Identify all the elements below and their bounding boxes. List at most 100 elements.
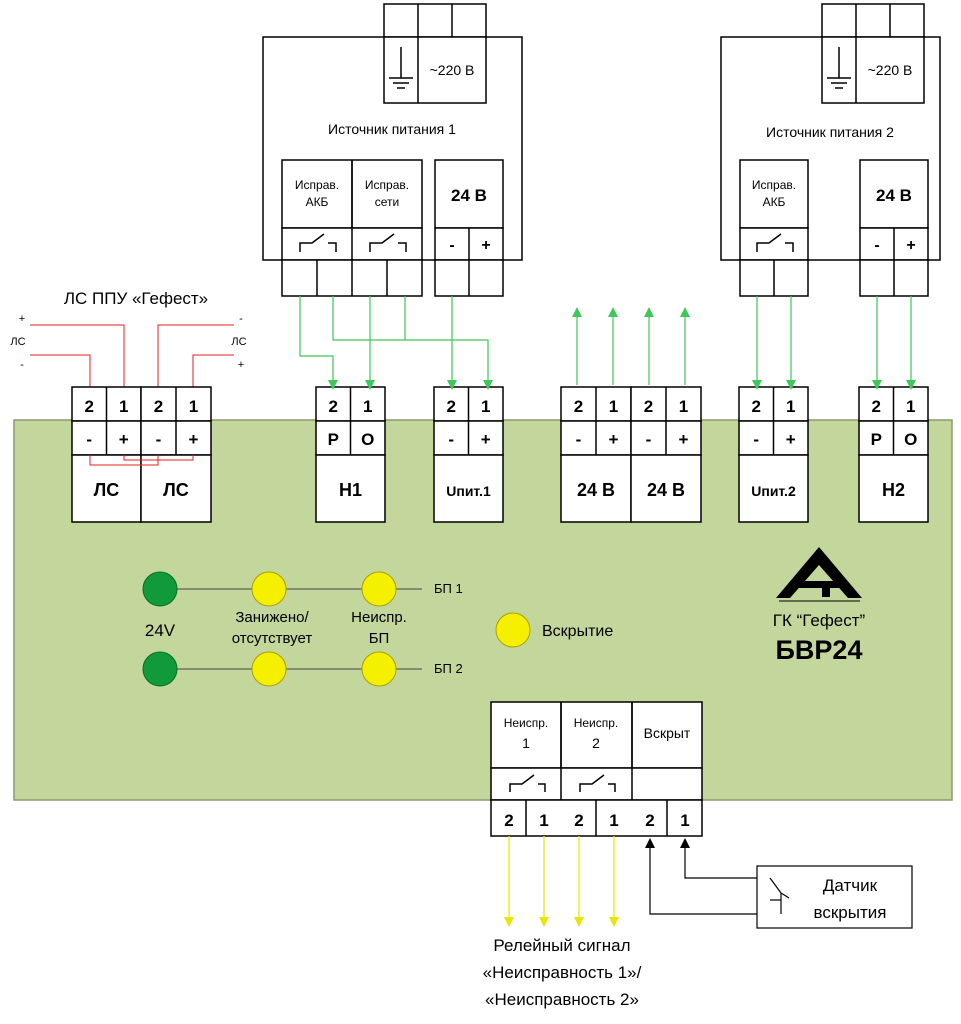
psu1-title: Источник питания 1	[328, 121, 456, 137]
fault2-label: Неиспр.	[574, 716, 619, 730]
psu1-relay2-label-2: сети	[375, 195, 399, 209]
terminal-pin: 2	[644, 397, 653, 416]
terminal-polarity: -	[753, 430, 759, 449]
led-low-bp1	[251, 571, 287, 607]
ls-left-label: ЛС	[10, 336, 25, 348]
led-tamper-label: Вскрытие	[542, 623, 613, 640]
relay-contact-icon	[299, 233, 337, 252]
power-supply-1: ~220 В Источник питания 1 Исправ. АКБ Ис…	[262, 3, 523, 297]
relay-contact-icon	[509, 774, 546, 792]
led-fault-bp1	[361, 571, 397, 607]
terminal-polarity: -	[576, 430, 582, 449]
sensor-label: Датчик	[823, 876, 878, 895]
led-low-label-2: отсутствует	[232, 630, 313, 647]
led-panel: 24V Занижено/ отсутствует Неиспр. БП БП …	[142, 571, 613, 687]
terminal-polarity: +	[189, 430, 199, 449]
led-low-label: Занижено/	[235, 609, 309, 626]
out-pin: 1	[539, 811, 548, 830]
led-fault-bp2	[361, 651, 397, 687]
logo-company: ГК “Гефест”	[773, 611, 866, 630]
ls-left-plus: +	[19, 313, 25, 325]
psu1-relay1-label: Исправ.	[295, 178, 339, 192]
fault2-label-2: 2	[592, 735, 600, 751]
psu2-ac-label: ~220 В	[868, 62, 913, 78]
terminal-polarity: +	[119, 430, 129, 449]
terminal-pin: 1	[481, 397, 490, 416]
switch-icon	[769, 877, 790, 914]
terminal-label: Uпит.2	[751, 483, 796, 499]
caption-line-2: «Неисправность 1»/	[483, 963, 642, 982]
terminal-pin: 1	[609, 397, 618, 416]
terminal-pin: 2	[447, 397, 456, 416]
terminal-label: Н1	[339, 480, 362, 500]
tamper-output-label: Вскрыт	[644, 725, 691, 741]
fault1-label: Неиспр.	[504, 716, 549, 730]
company-logo: ГК “Гефест” БВР24	[773, 547, 866, 665]
ls-jumper-wires	[89, 455, 194, 466]
terminal-pin: 2	[154, 397, 163, 416]
terminal-pin: 2	[752, 397, 761, 416]
fault1-label-2: 1	[522, 735, 530, 751]
ls-title: ЛС ППУ «Гефест»	[64, 289, 208, 308]
led-24v-bp1	[142, 571, 178, 607]
terminal-upit2: 2 1 - + Uпит.2	[738, 386, 809, 523]
bp1-label: БП 1	[434, 581, 463, 596]
terminal-pin: 2	[329, 397, 338, 416]
green-wires	[299, 296, 916, 390]
psu1-minus: -	[449, 237, 454, 254]
caption-line-3: «Неисправность 2»	[485, 990, 639, 1009]
terminal-polarity: +	[679, 430, 689, 449]
terminal-polarity: +	[786, 430, 796, 449]
psu2-relay1-label-2: АКБ	[763, 195, 786, 209]
terminal-pin: 1	[189, 397, 198, 416]
relay-contact-icon	[579, 774, 616, 792]
psu1-ac-label: ~220 В	[430, 62, 475, 78]
led-fault-label: Неиспр.	[351, 609, 407, 626]
terminal-label: Н2	[882, 480, 905, 500]
output-relay-block: Неиспр. 1 Неиспр. 2 Вскрыт 2 1 2 1 2 1	[490, 701, 703, 837]
led-low-bp2	[251, 651, 287, 687]
terminal-polarity: +	[609, 430, 619, 449]
terminal-label: 24 В	[577, 480, 615, 500]
ls-right-minus: -	[239, 313, 243, 325]
psu1-out-label: 24 В	[451, 186, 487, 205]
terminal-polarity: +	[481, 430, 491, 449]
psu2-minus: -	[874, 237, 879, 254]
terminal-pin: 1	[786, 397, 795, 416]
terminal-label: 24 В	[647, 480, 685, 500]
terminal-pin: 2	[85, 397, 94, 416]
psu2-plus: +	[906, 237, 915, 254]
led-24v-label: 24V	[145, 621, 176, 640]
psu1-plus: +	[481, 237, 490, 254]
tamper-sensor: Датчик вскрытия	[645, 838, 913, 929]
sensor-label-2: вскрытия	[814, 903, 887, 922]
terminal-label: ЛС	[94, 480, 120, 500]
terminal-pin: 1	[119, 397, 128, 416]
caption-line-1: Релейный сигнал	[493, 936, 630, 955]
terminal-pin: 1	[679, 397, 688, 416]
psu1-relay1-label-2: АКБ	[306, 195, 329, 209]
terminal-polarity: О	[904, 430, 917, 449]
terminal-label: ЛС	[163, 480, 189, 500]
terminal-polarity: -	[156, 430, 162, 449]
out-pin: 1	[609, 811, 618, 830]
psu1-relay2-label: Исправ.	[365, 178, 409, 192]
out-pin: 2	[574, 811, 583, 830]
bp2-label: БП 2	[434, 661, 463, 676]
terminal-polarity: -	[646, 430, 652, 449]
ls-right-plus: +	[238, 359, 244, 371]
out-pin: 2	[504, 811, 513, 830]
terminal-label: Uпит.1	[446, 483, 491, 499]
yellow-wires	[504, 836, 619, 927]
terminal-ls-2: 2 1 - + ЛС	[140, 386, 212, 523]
terminal-polarity: Р	[871, 430, 882, 449]
led-24v-bp2	[142, 651, 178, 687]
terminal-out24-2: 2 1 - +24 В	[630, 386, 702, 523]
out-pin: 1	[680, 811, 689, 830]
